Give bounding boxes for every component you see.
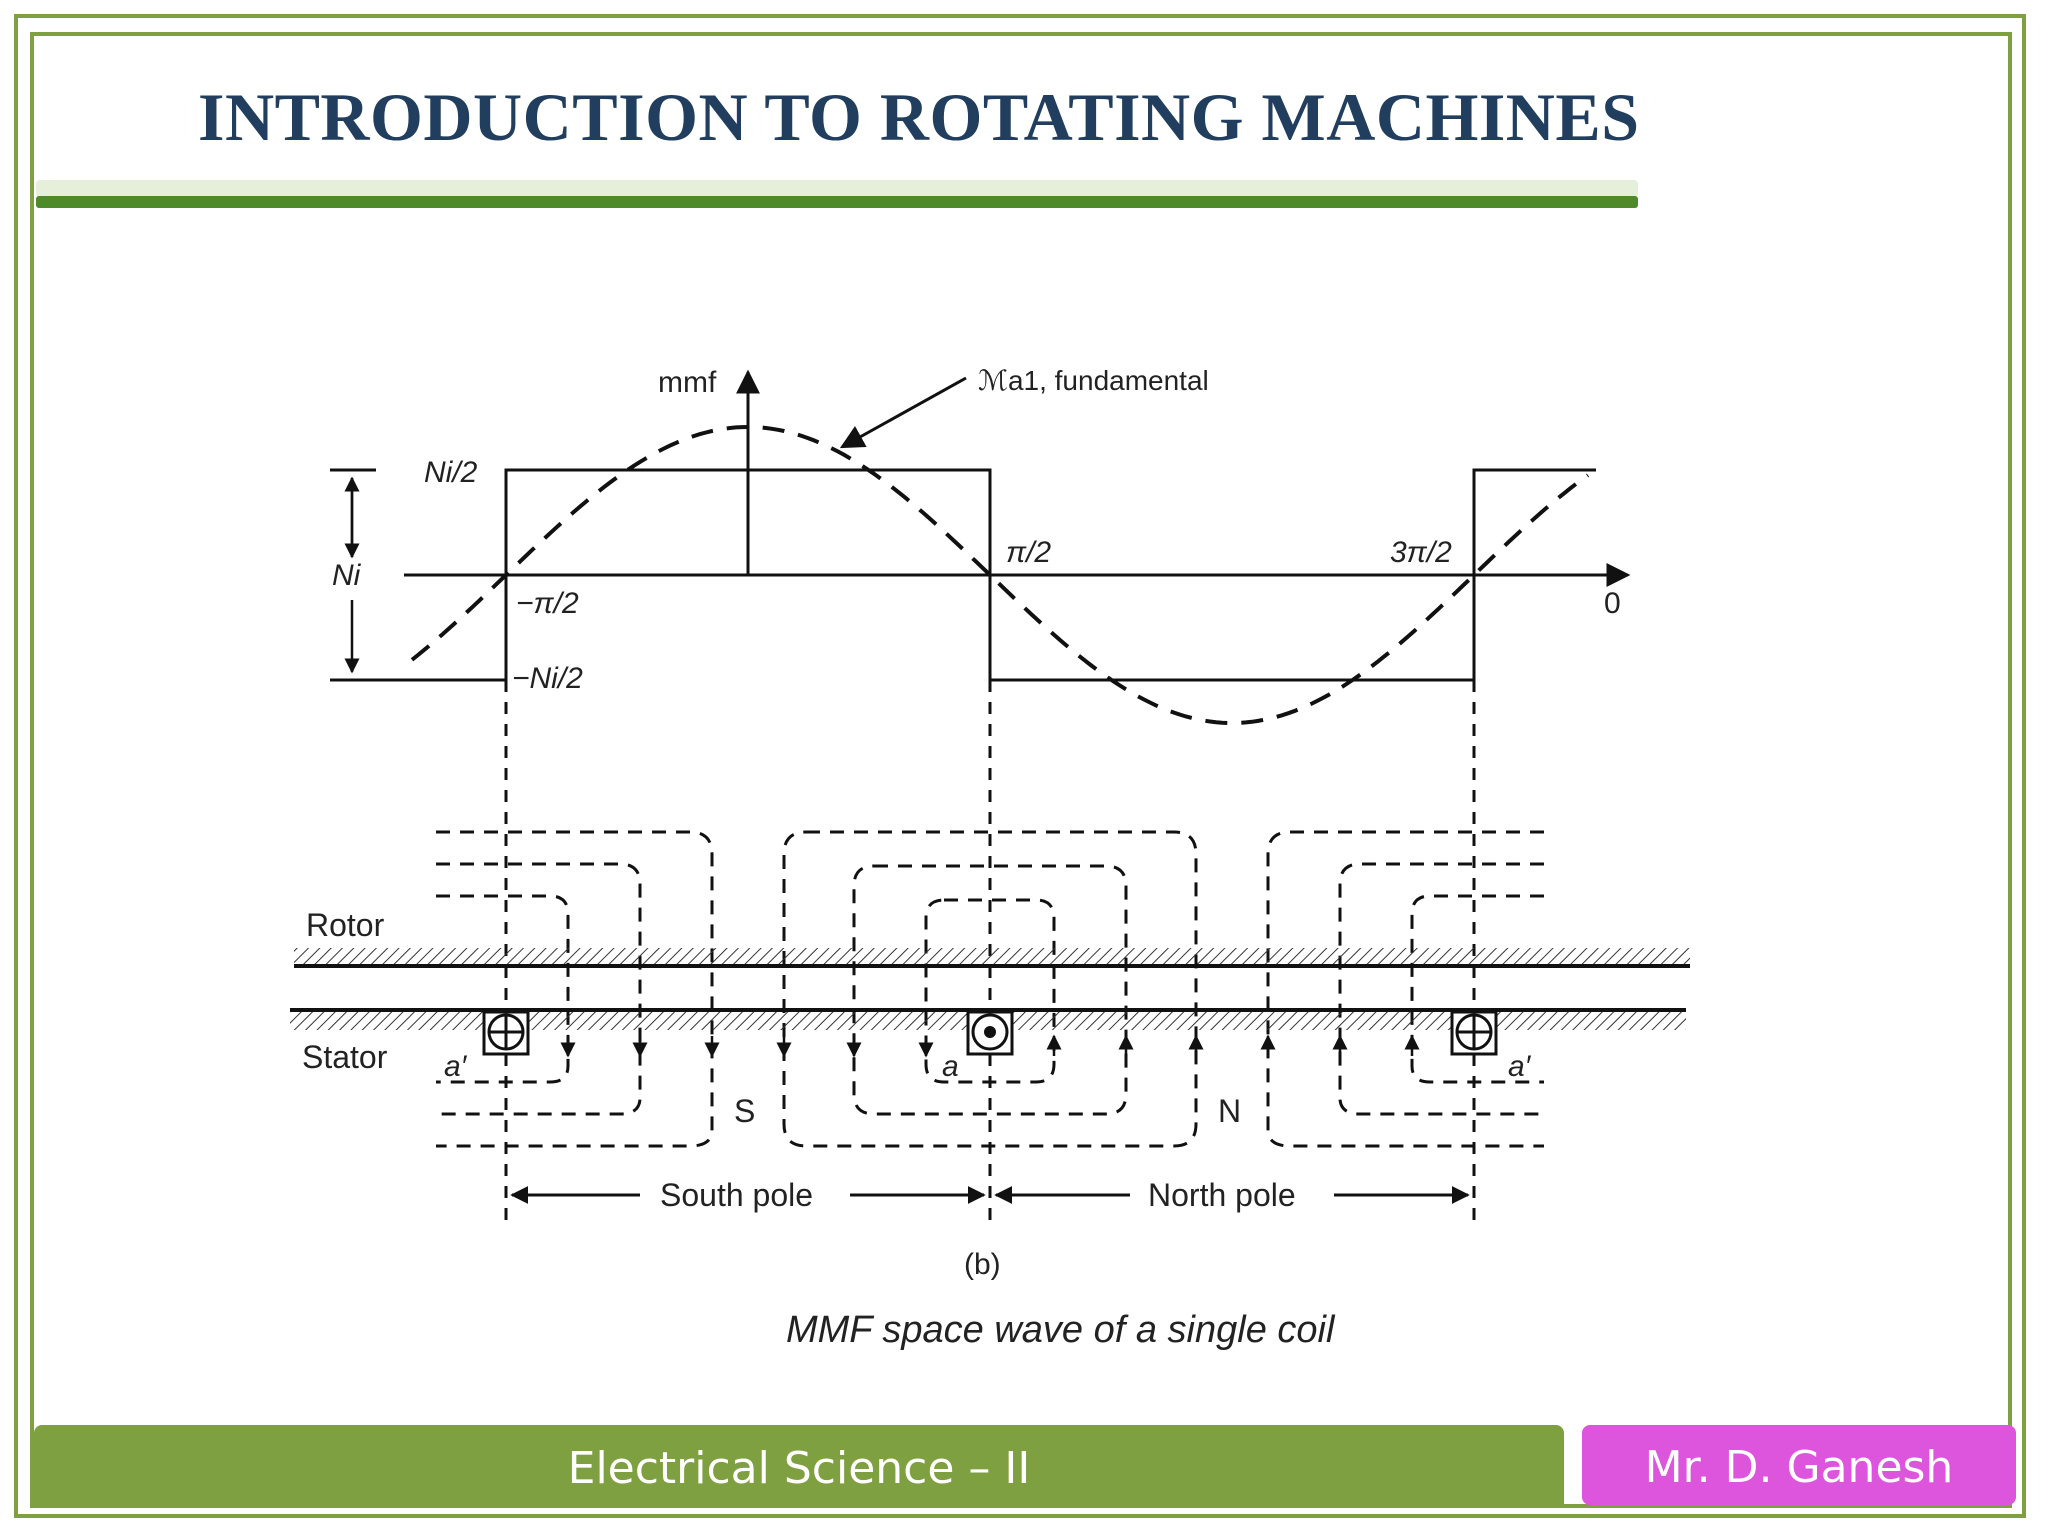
level-pos-label: Ni/2: [424, 456, 478, 489]
flux-direction-arrows: [560, 1034, 1420, 1058]
footer-course-bar: Electrical Science – II: [34, 1425, 1564, 1507]
footer-course: Electrical Science – II: [567, 1443, 1031, 1494]
conductor-a-center: [966, 1010, 1014, 1056]
flux-lines: [436, 830, 1544, 1148]
footer-author-badge: Mr. D. Ganesh: [1582, 1425, 2016, 1505]
conductor-a-prime-right-label: a′: [1508, 1050, 1532, 1083]
footer-author: Mr. D. Ganesh: [1644, 1442, 1954, 1493]
conductor-a-prime-right: [1450, 1010, 1498, 1056]
fundamental-label: ℳa1, fundamental: [978, 365, 1209, 396]
conductor-a-prime-left: [482, 1010, 530, 1056]
angle-neg-half-pi-label: −π/2: [516, 587, 579, 620]
rotor-hatch: [294, 948, 1690, 966]
conductor-a-label: a: [942, 1050, 959, 1083]
pole-n-label: N: [1218, 1093, 1241, 1129]
fundamental-pointer: [839, 376, 967, 449]
pole-s-label: S: [734, 1093, 755, 1129]
diagram-caption: MMF space wave of a single coil: [786, 1309, 1336, 1351]
stator-label: Stator: [302, 1039, 388, 1075]
fundamental-sinusoid: [410, 424, 1590, 725]
slide-outer-frame: [14, 14, 2026, 1518]
rotor-label: Rotor: [306, 907, 385, 943]
angle-three-half-pi-label: 3π/2: [1390, 536, 1452, 569]
south-pole-label: South pole: [660, 1177, 813, 1213]
square-wave: [362, 468, 1596, 682]
level-neg-label: −Ni/2: [512, 662, 583, 695]
angle-half-pi-label: π/2: [1006, 536, 1051, 569]
north-pole-label: North pole: [1148, 1177, 1296, 1213]
conductor-a-prime-left-label: a′: [444, 1050, 468, 1083]
title-underline: [36, 180, 1638, 212]
slide-title: INTRODUCTION TO ROTATING MACHINES: [198, 79, 1640, 155]
amplitude-label: Ni: [332, 559, 362, 592]
subfigure-label: (b): [964, 1248, 1001, 1281]
angle-zero-label: 0: [1604, 587, 1621, 620]
mmf-axis-label: mmf: [658, 366, 717, 399]
